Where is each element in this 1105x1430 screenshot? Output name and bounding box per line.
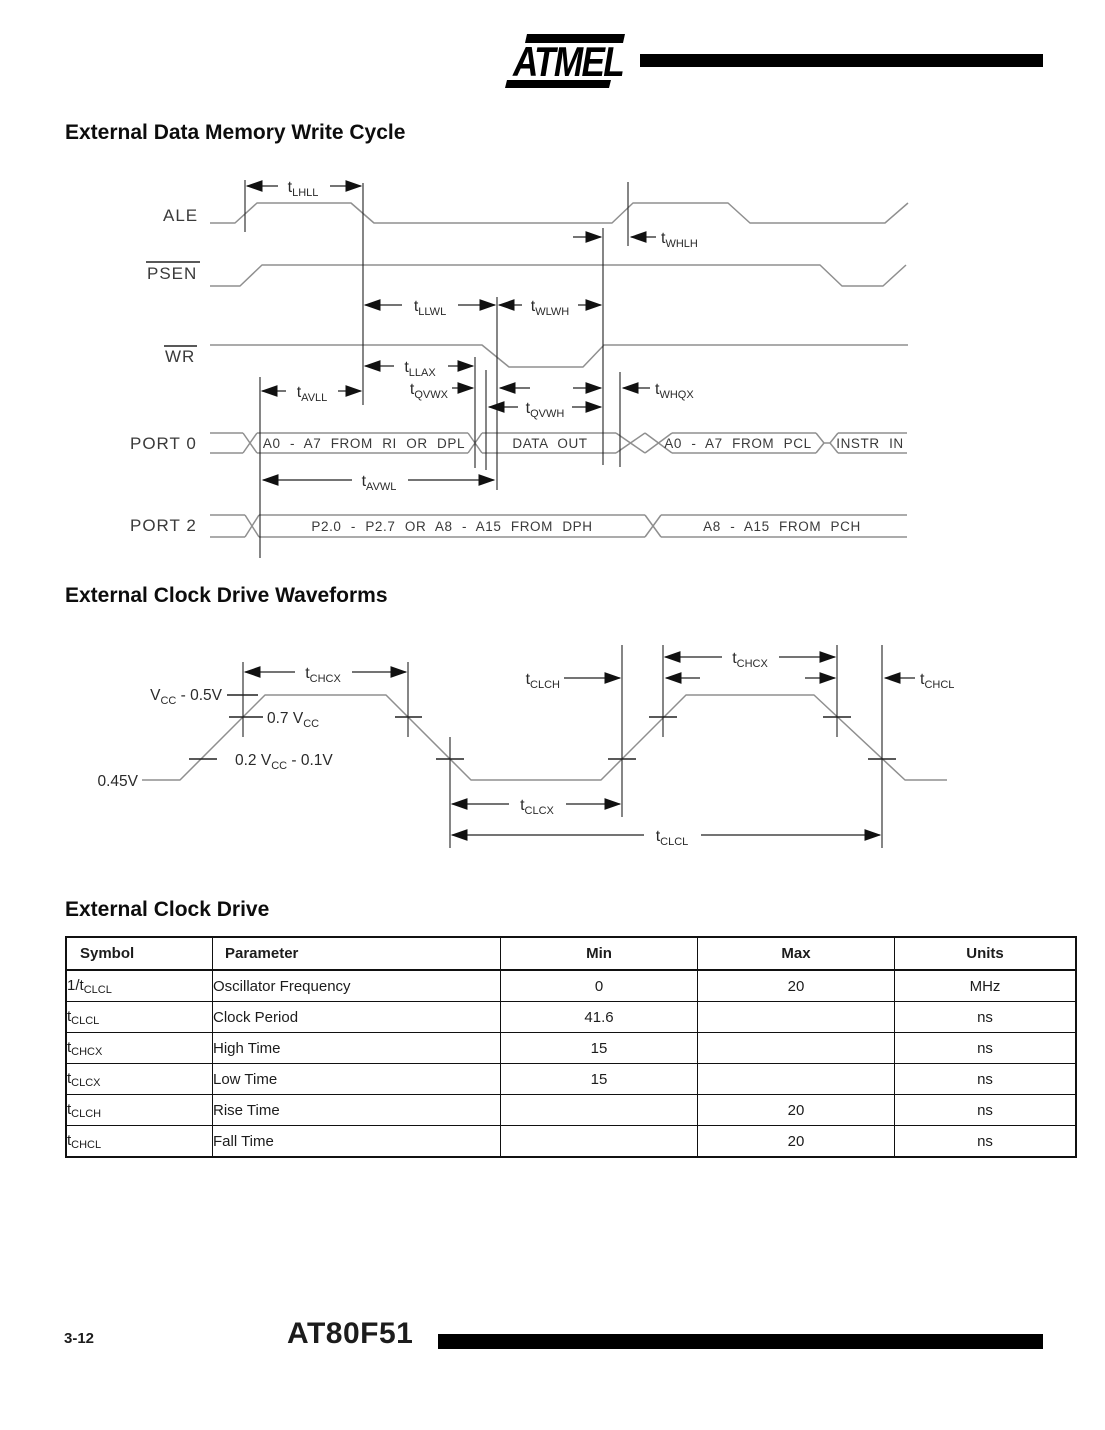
wr-waveform [210,344,908,368]
level-label-045v: 0.45V [97,773,138,790]
cell-min: 0 [500,969,698,1002]
level-label-vih: VCC - 0.5V [150,687,223,707]
cell-min [500,1094,698,1126]
timing-label-chcx-2: tCHCX [732,650,768,670]
port0-addr-text: A0 - A7 FROM RI OR DPL [263,436,465,451]
col-header-units: Units [894,936,1077,971]
port2-pch-text: A8 - A15 FROM PCH [703,519,861,534]
cell-max [697,1001,895,1033]
col-header-symbol: Symbol [65,936,213,971]
cell-symbol: tCLCH [65,1094,213,1126]
timing-label-clcl: tCLCL [656,828,689,848]
clock-waveform-diagram: VCC - 0.5V 0.7 VCC 0.2 VCC - 0.1V 0.45V [97,645,954,848]
cell-parameter: Low Time [212,1063,501,1095]
cell-symbol: tCHCL [65,1125,213,1158]
cell-units: ns [894,1094,1077,1126]
cell-parameter: Oscillator Frequency [212,969,501,1002]
cell-parameter: Clock Period [212,1001,501,1033]
signal-label-port0: PORT 0 [130,434,197,453]
edge-ticks [395,716,896,760]
dimension-verticals [244,180,629,558]
psen-waveform [210,264,907,287]
cell-max: 20 [697,969,895,1002]
signal-label-ale: ALE [163,206,198,225]
header-rule [640,54,1043,67]
cell-parameter: Rise Time [212,1094,501,1126]
signal-label-psen: PSEN [147,264,197,283]
cell-parameter: Fall Time [212,1125,501,1158]
footer-rule [438,1334,1043,1349]
cell-min: 15 [500,1032,698,1064]
col-header-max: Max [697,936,895,971]
cell-symbol: tCLCL [65,1001,213,1033]
level-label-02vcc: 0.2 VCC - 0.1V [235,752,333,772]
logo-text: ATMEL [512,38,623,85]
timing-label-wlwh: tWLWH [531,298,570,318]
logo-bottom-bar [505,80,611,88]
cell-min: 15 [500,1063,698,1095]
section-title-clock-drive: External Clock Drive [65,898,270,921]
timing-label-qvwx: tQVWX [410,381,449,401]
cell-max [697,1032,895,1064]
clock-waveform [142,694,947,781]
timing-label-whqx: tWHQX [655,381,694,401]
port2-dph-text: P2.0 - P2.7 OR A8 - A15 FROM DPH [311,519,592,534]
col-header-min: Min [500,936,698,971]
timing-label-avwl: tAVWL [362,473,397,493]
cell-units: ns [894,1032,1077,1064]
clock-dimension-verticals [242,645,883,848]
timing-label-llax: tLLAX [404,359,436,379]
cell-max: 20 [697,1094,895,1126]
timing-label-clcx: tCLCX [520,797,554,817]
table-header-row: Symbol Parameter Min Max Units [65,936,1077,971]
cell-parameter: High Time [212,1032,501,1064]
logo-top-bar [525,34,625,43]
cell-symbol: tCLCX [65,1063,213,1095]
cell-max [697,1063,895,1095]
atmel-logo: ATMEL [503,28,631,90]
cell-min: 41.6 [500,1001,698,1033]
cell-units: ns [894,1001,1077,1033]
part-number: AT80F51 [287,1317,414,1350]
cell-symbol: tCHCX [65,1032,213,1064]
timing-label-clch: tCLCH [526,671,560,691]
page-number: 3-12 [64,1330,95,1347]
cell-units: MHz [894,969,1077,1002]
section-title-write-cycle: External Data Memory Write Cycle [65,121,406,144]
signal-label-port2: PORT 2 [130,516,197,535]
cell-units: ns [894,1125,1077,1158]
port2-bus [210,514,907,538]
cell-max: 20 [697,1125,895,1158]
cell-units: ns [894,1063,1077,1095]
timing-label-qvwh: tQVWH [526,400,565,420]
signal-label-wr: WR [165,347,195,366]
write-cycle-timing-diagram: ALE PSEN WR PORT 0 PORT 2 A0 - A7 FROM R… [130,179,909,558]
timing-label-avll: tAVLL [297,384,328,404]
cell-min [500,1125,698,1158]
ale-waveform [210,202,909,224]
port0-data-text: DATA OUT [512,436,587,451]
level-label-07vcc: 0.7 VCC [267,710,319,730]
port0-instr-text: INSTR IN [836,436,904,451]
port0-pcl-text: A0 - A7 FROM PCL [664,436,811,451]
cell-symbol: 1/tCLCL [65,969,213,1002]
timing-label-chcx-1: tCHCX [305,665,341,685]
section-title-clock-waveforms: External Clock Drive Waveforms [65,584,388,607]
timing-label-whlh: tWHLH [661,230,698,250]
timing-label-llwl: tLLWL [414,298,446,318]
col-header-parameter: Parameter [212,936,501,971]
timing-label-lhll: tLHLL [288,179,319,199]
timing-label-chcl: tCHCL [920,671,954,691]
